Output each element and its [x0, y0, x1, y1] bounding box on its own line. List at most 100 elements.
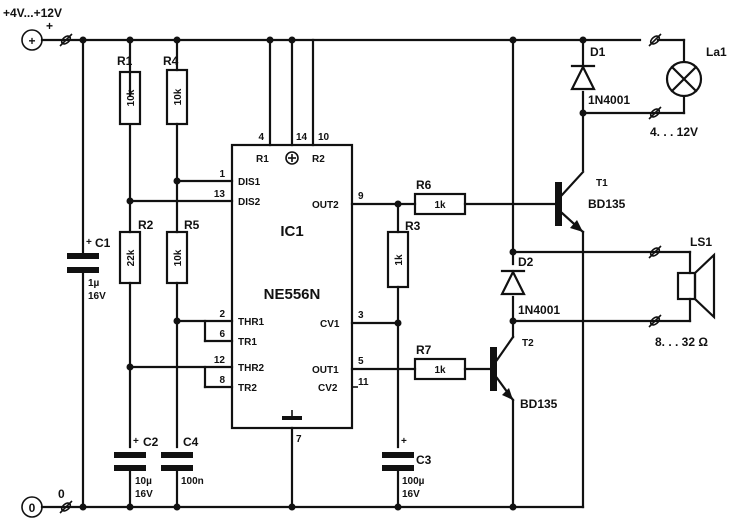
pin-label: OUT2	[312, 200, 339, 211]
lamp-la1: La1 4. . . 12V	[648, 33, 727, 139]
diode-ref: D1	[590, 45, 606, 59]
capacitor-ref: C4	[183, 435, 199, 449]
resistor-r6: 1k R6	[413, 178, 467, 216]
resistor-ref: R3	[405, 219, 421, 233]
junction-dot	[394, 503, 402, 511]
plus-sign-label: +	[46, 19, 53, 33]
capacitor-polarity: +	[86, 237, 92, 248]
wiring	[40, 38, 692, 509]
resistor-ref: R5	[184, 218, 200, 232]
supply-symbol-icon	[285, 151, 299, 165]
pin-number: 2	[219, 309, 225, 320]
resistor-value: 1k	[394, 254, 405, 266]
pin-label: TR1	[238, 337, 257, 348]
resistor-r1: 10k R1	[117, 54, 142, 126]
capacitor-ref: C3	[416, 453, 432, 467]
supply-terminal: + +4V...+12V +	[3, 6, 73, 51]
junction-dot	[266, 36, 274, 44]
pin-number: 13	[214, 189, 226, 200]
speaker-icon	[676, 271, 697, 301]
junction-dot	[79, 36, 87, 44]
pin-number: 14	[296, 132, 308, 143]
lamp-icon	[665, 60, 703, 98]
ic-top-label: R2	[312, 154, 325, 165]
ground-label: 0	[58, 487, 65, 501]
pin-number: 12	[214, 355, 226, 366]
capacitor-voltage: 16V	[135, 489, 153, 500]
capacitor-c3: + C3 100µ 16V	[382, 436, 432, 500]
junction-dot	[173, 36, 181, 44]
resistor-value: 1k	[434, 200, 446, 211]
diode-ref: D2	[518, 255, 534, 269]
transistor-t1: T1 BD135	[555, 170, 626, 234]
capacitor-polarity: +	[401, 436, 407, 447]
pin-label: DIS2	[238, 197, 261, 208]
ic-top-label: R1	[256, 154, 269, 165]
resistor-value: 22k	[126, 249, 137, 266]
junction-dot	[509, 248, 517, 256]
resistor-value: 10k	[173, 88, 184, 105]
pin-number: 8	[219, 375, 225, 386]
speaker-rating: 8. . . 32 Ω	[655, 335, 708, 349]
capacitor-voltage: 16V	[402, 489, 420, 500]
resistor-ref: R6	[416, 178, 432, 192]
junction-dot	[394, 319, 402, 327]
diode-d1: D1 1N4001	[570, 45, 630, 107]
junction-dots	[79, 36, 587, 511]
speaker-ref: LS1	[690, 235, 712, 249]
resistor-ref: R4	[163, 54, 179, 68]
junction-dot	[126, 503, 134, 511]
junction-dot	[509, 317, 517, 325]
resistor-r2: 22k R2	[118, 218, 154, 285]
junction-dot	[173, 503, 181, 511]
capacitor-value: 100µ	[402, 476, 425, 487]
capacitor-ref: C1	[95, 236, 111, 250]
capacitor-polarity: +	[133, 436, 139, 447]
lamp-rating: 4. . . 12V	[650, 125, 698, 139]
ground-terminal-symbol: 0	[29, 501, 36, 515]
junction-dot	[509, 36, 517, 44]
ic-part-number: NE556N	[264, 286, 321, 303]
transistor-ref: T1	[596, 178, 608, 189]
transistor-ref: T2	[522, 338, 534, 349]
diode-d2: D2 1N4001	[500, 255, 560, 317]
resistor-value: 10k	[126, 89, 137, 106]
ic-body	[230, 143, 354, 430]
junction-dot	[126, 363, 134, 371]
ic-ne556n: 4 14 10 R1 R2 1 DIS1 13 DIS2 2 THR1 6 TR…	[214, 132, 369, 445]
resistor-ref: R7	[416, 343, 432, 357]
pin-number: 5	[358, 356, 364, 367]
resistor-r5: 10k R5	[165, 218, 200, 285]
pin-label: DIS1	[238, 177, 261, 188]
capacitor-c4: C4 100n	[161, 435, 204, 487]
resistor-ref: R2	[138, 218, 154, 232]
resistor-value: 10k	[173, 249, 184, 266]
junction-dot	[394, 200, 402, 208]
speaker-ls1: LS1 8. . . 32 Ω	[648, 235, 716, 349]
pin-label: OUT1	[312, 365, 339, 376]
capacitor-c1: + C1 1µ 16V	[67, 236, 111, 302]
ground-terminal-icon	[21, 496, 43, 518]
capacitor-ref: C2	[143, 435, 159, 449]
pin-number: 6	[219, 329, 225, 340]
pin-label: THR2	[238, 363, 265, 374]
junction-dot	[126, 36, 134, 44]
pin-number: 1	[219, 169, 225, 180]
supply-voltage-label: +4V...+12V	[3, 6, 62, 20]
resistor-r4: 10k R4	[163, 54, 189, 126]
pin-number: 4	[258, 132, 264, 143]
junction-dot	[288, 503, 296, 511]
pin-number: 10	[318, 132, 330, 143]
pin-number: 11	[358, 377, 369, 388]
capacitor-c2: + C2 10µ 16V	[114, 435, 159, 500]
junction-dot	[509, 503, 517, 511]
ground-symbol-icon	[282, 416, 302, 420]
pin-number: 7	[296, 434, 302, 445]
junction-dot	[173, 317, 181, 325]
resistor-r3: 1k R3	[386, 219, 421, 289]
junction-dot	[173, 177, 181, 185]
ground-terminal: 0 0	[21, 487, 73, 518]
lamp-ref: La1	[706, 45, 727, 59]
transistor-part: BD135	[588, 197, 626, 211]
